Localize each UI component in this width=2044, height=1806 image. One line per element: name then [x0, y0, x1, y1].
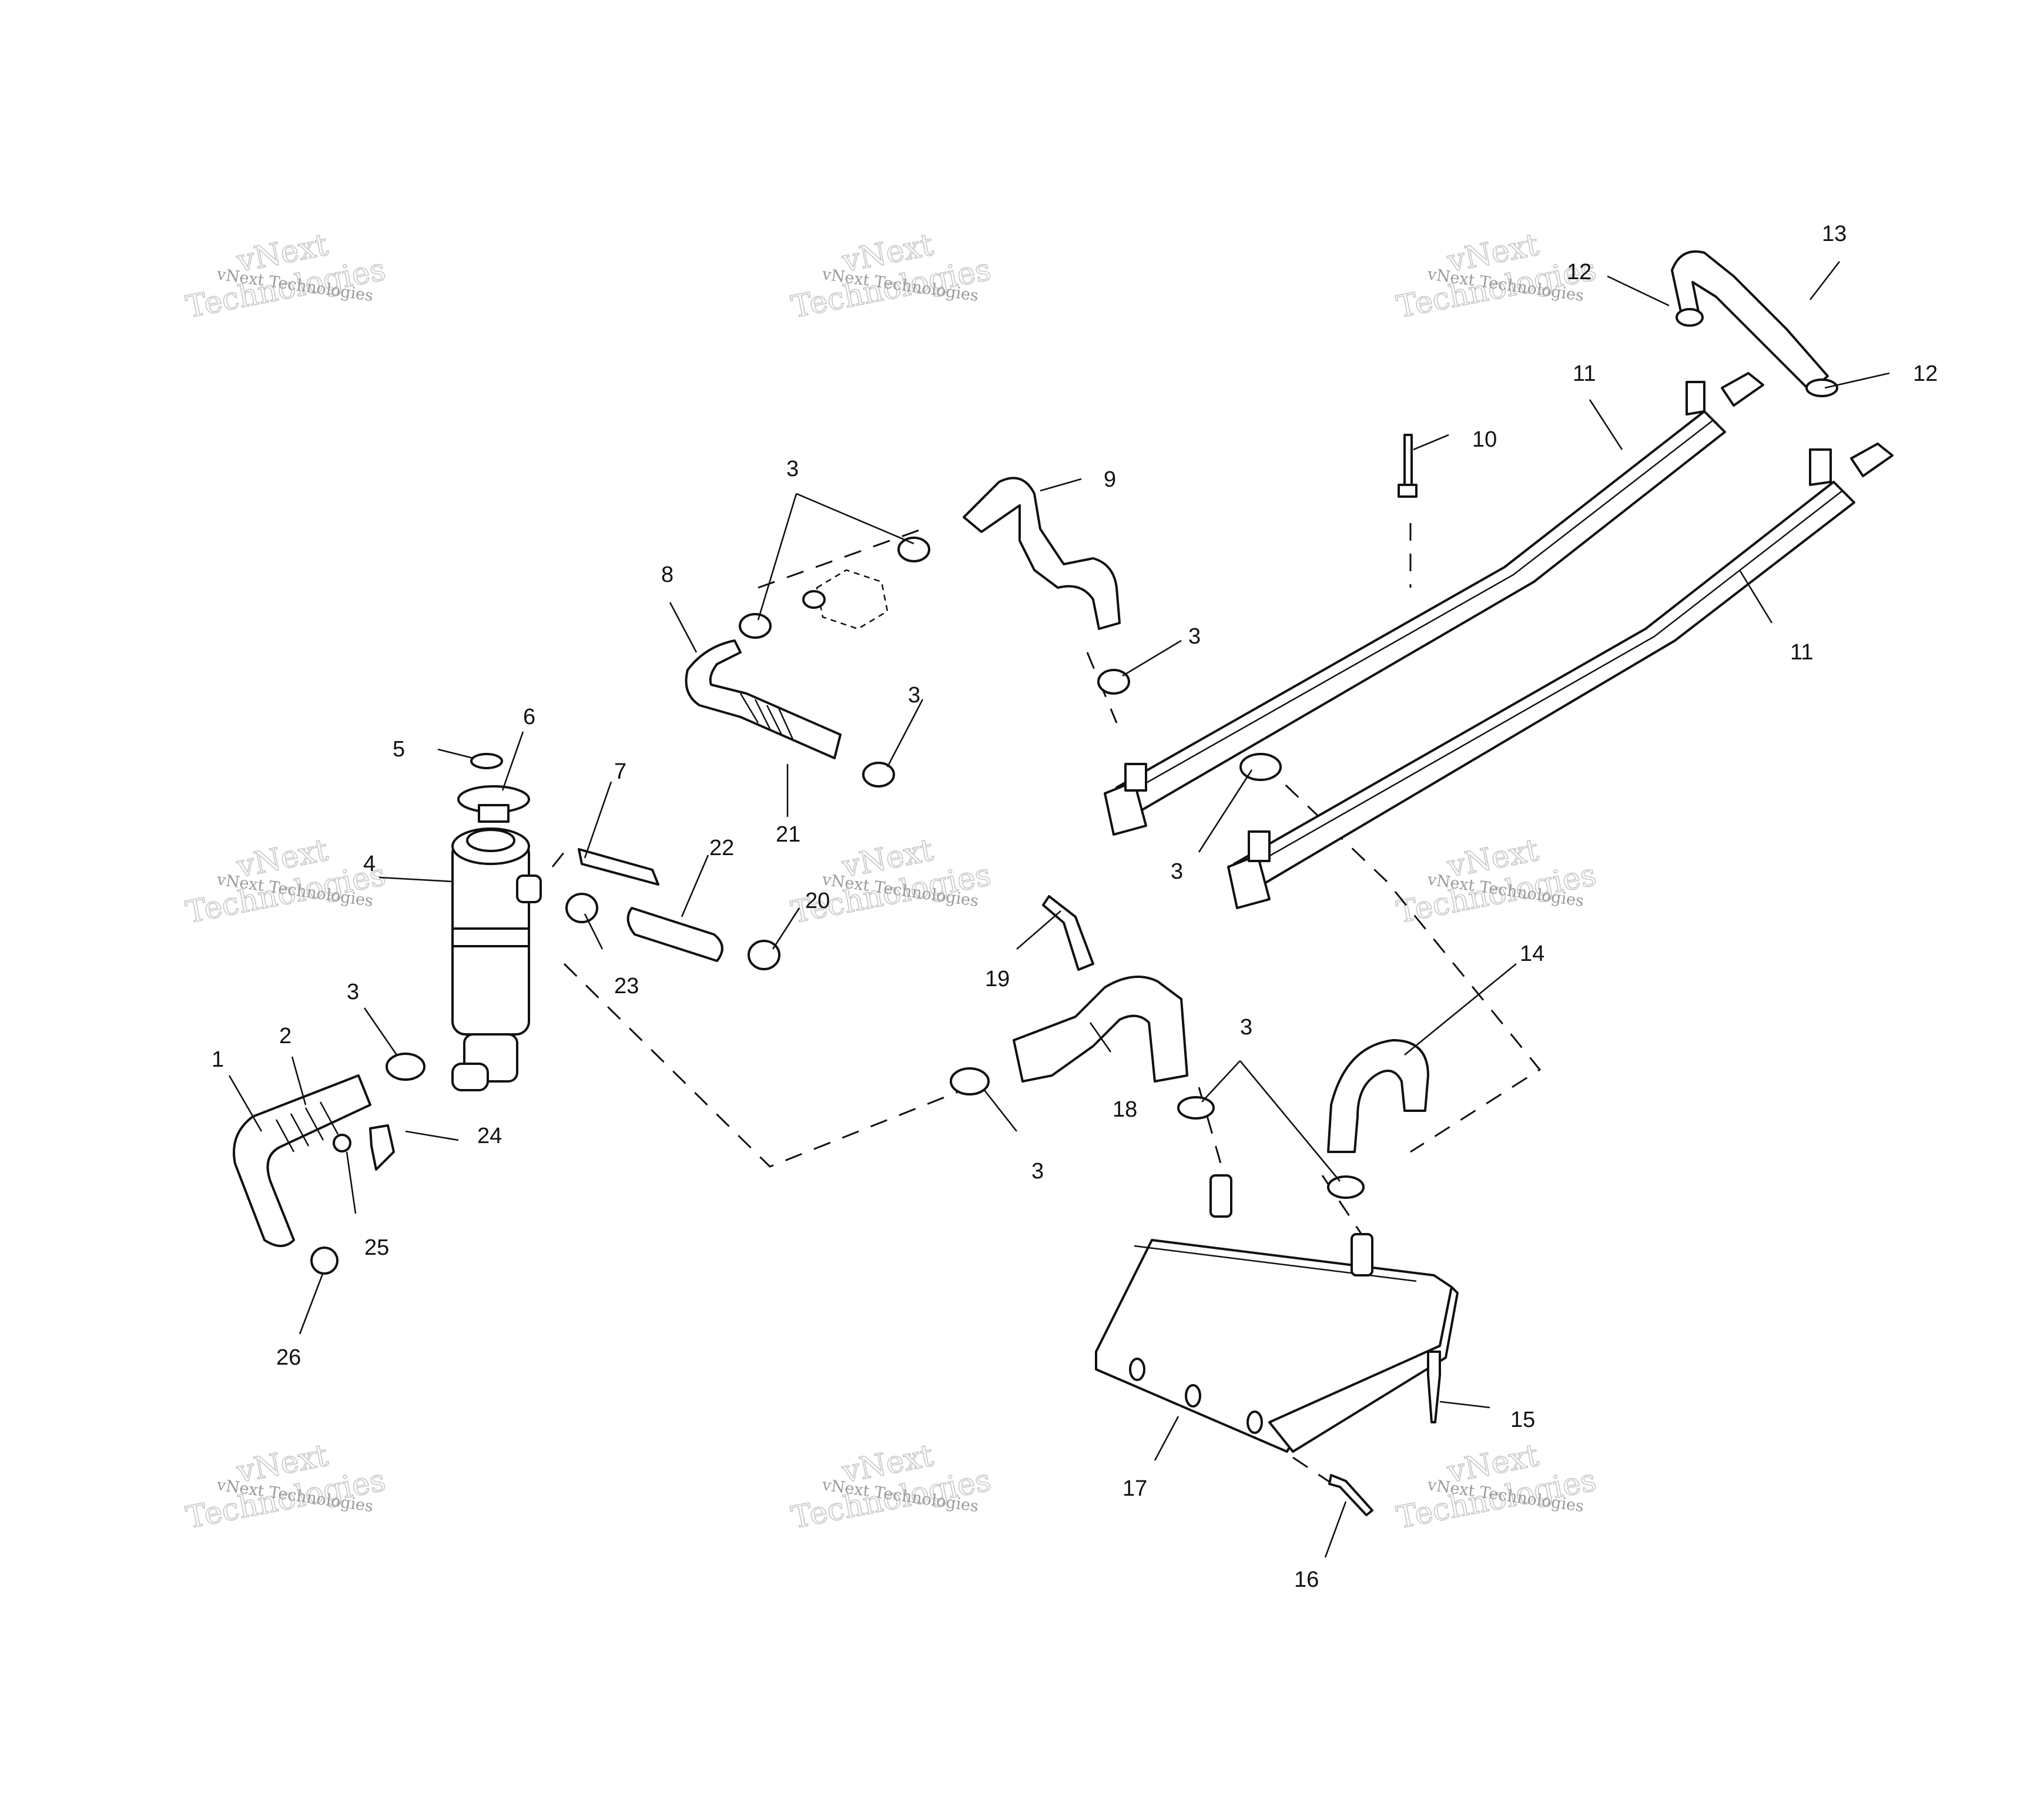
hose-1 [233, 1074, 371, 1247]
callout-15: 15 [1510, 1408, 1535, 1432]
callout-8: 8 [661, 562, 673, 587]
callout-7: 7 [614, 759, 626, 784]
clamp-icon [1239, 753, 1282, 781]
callout-11: 11 [1573, 361, 1596, 386]
callout-3: 3 [1171, 859, 1183, 884]
clamp-icon [310, 1247, 339, 1275]
clip-icon [369, 1124, 395, 1171]
reservoir-cap [457, 753, 530, 823]
callout-18: 18 [1113, 1097, 1137, 1122]
heat-exchanger-lower [1227, 443, 1894, 909]
callout-21: 21 [776, 822, 800, 847]
clamp-icon [862, 762, 895, 788]
callout-12: 12 [1567, 260, 1591, 284]
callout-5: 5 [393, 737, 405, 762]
callout-labels: 1 2 3 3 3 3 3 3 3 4 5 6 7 8 9 10 11 11 1… [212, 222, 1938, 1592]
callout-3: 3 [908, 683, 920, 708]
callout-9: 9 [1104, 467, 1116, 492]
watermark: vNext Technologies [183, 1438, 389, 1536]
callout-13: 13 [1822, 222, 1847, 246]
callout-3: 3 [786, 457, 799, 481]
callout-12: 12 [1913, 361, 1938, 386]
clamp-icon [1097, 669, 1130, 695]
callout-19: 19 [985, 967, 1010, 991]
hose-9 [963, 477, 1121, 630]
watermark: vNext Technologies [788, 227, 994, 326]
bypass-fitting [802, 569, 889, 630]
washer-icon [333, 1134, 351, 1152]
callout-3: 3 [347, 980, 359, 1004]
callout-11: 11 [1790, 640, 1813, 665]
hose-clamps [310, 537, 1365, 1275]
vent-tube [578, 848, 659, 886]
rivet-icon [1328, 1474, 1373, 1516]
clamp-icon [386, 1053, 425, 1081]
watermark: vNext Technologies [1393, 1438, 1600, 1536]
callout-3: 3 [1188, 624, 1201, 649]
clamp-icon [1177, 1096, 1215, 1120]
callout-20: 20 [805, 889, 830, 913]
clamp-icon [950, 1067, 990, 1095]
clamp-icon [1327, 1175, 1365, 1199]
tie-strap-icon [1042, 895, 1094, 971]
clamp-icon [565, 893, 598, 923]
hose-14 [1327, 1039, 1429, 1153]
heat-shield [1095, 1174, 1459, 1453]
clamp-icon [897, 537, 930, 562]
watermark: vNext Technologies [788, 832, 994, 931]
rivet-icon [1427, 1351, 1441, 1423]
callout-2: 2 [279, 1024, 291, 1048]
callout-17: 17 [1122, 1476, 1147, 1501]
callout-1: 1 [212, 1047, 224, 1072]
callout-22: 22 [709, 836, 734, 860]
clamp-icon [748, 940, 780, 970]
heat-exchanger-upper [1104, 372, 1764, 836]
callout-4: 4 [363, 852, 376, 876]
callout-24: 24 [477, 1124, 502, 1148]
hose-22 [626, 907, 723, 962]
callout-23: 23 [614, 974, 639, 999]
callout-16: 16 [1294, 1567, 1319, 1592]
hose-18 [1013, 976, 1188, 1083]
bolt-icon [1398, 434, 1418, 498]
coolant-reservoir [451, 827, 542, 1091]
hose-8 [685, 639, 842, 759]
callout-14: 14 [1520, 941, 1544, 966]
watermark: vNext Technologies [1393, 832, 1600, 931]
callout-26: 26 [276, 1345, 301, 1370]
clamp-icon [739, 613, 772, 639]
watermark: vNext Technologies [788, 1438, 994, 1536]
callout-3: 3 [1240, 1015, 1252, 1040]
callout-10: 10 [1472, 427, 1497, 452]
callout-6: 6 [523, 705, 535, 729]
callout-3: 3 [1031, 1159, 1044, 1184]
callout-25: 25 [364, 1235, 389, 1260]
leader-lines [228, 261, 1890, 1558]
watermark: vNext Technologies [183, 832, 389, 931]
crossover-hose [1671, 250, 1838, 397]
watermark: vNext Technologies [183, 227, 389, 326]
